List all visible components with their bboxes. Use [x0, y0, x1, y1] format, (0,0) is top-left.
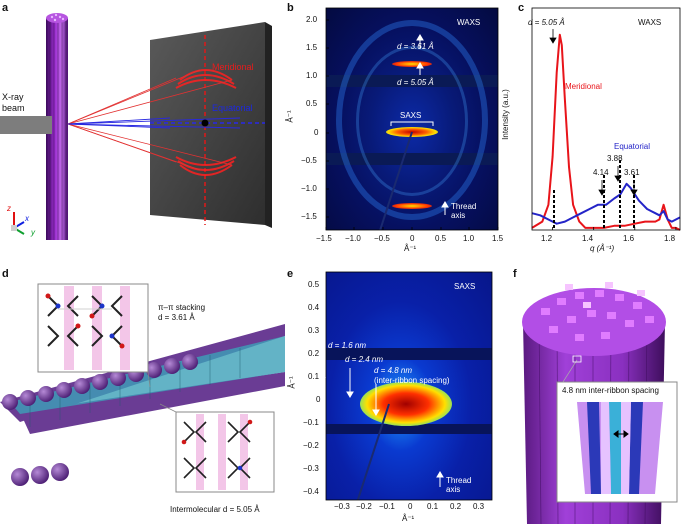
c-peak-414: 4.14	[593, 168, 609, 177]
axis-triad	[11, 212, 25, 235]
meridional-label: Meridional	[212, 62, 254, 72]
xray-beam-label: X-ray beam	[2, 92, 25, 113]
c-ylabel: Intensity (a.u.)	[500, 89, 510, 140]
e-ytick-9: −0.4	[303, 487, 319, 496]
b-ytick-4: 0	[314, 128, 319, 137]
e-thread-axis: Thread axis	[446, 476, 472, 494]
b-saxs-label: SAXS	[400, 111, 422, 120]
e-saxs-label: SAXS	[454, 282, 476, 291]
e-ytick-8: −0.3	[303, 464, 319, 473]
e-ytick-4: 0.1	[308, 372, 320, 381]
panel-c-label: c	[518, 2, 525, 14]
c-equatorial-label: Equatorial	[614, 142, 651, 151]
e-d2-label: d = 2.4 nm	[345, 355, 384, 364]
panel-d-label: d	[2, 268, 9, 280]
c-xtick-0: 1.2	[541, 234, 553, 243]
e-d3-note: (inter-ribbon spacing)	[374, 376, 450, 385]
b-xtick-4: 0.5	[435, 234, 447, 243]
panel-b-label: b	[287, 2, 294, 14]
c-xtick-1: 1.4	[582, 234, 594, 243]
e-ytick-2: 0.3	[308, 326, 320, 335]
b-d2-label: d = 5.05 Å	[397, 78, 434, 87]
axis-y-label: y	[31, 228, 35, 237]
c-xlabel: q (Å⁻¹)	[590, 244, 615, 253]
b-xtick-0: −1.5	[316, 234, 332, 243]
e-xtick-0: −0.3	[334, 502, 350, 511]
c-waxs-label: WAXS	[638, 18, 662, 27]
b-ytick-7: −1.5	[301, 212, 317, 221]
c-d-peak-label: d = 5.05 Å	[528, 18, 565, 27]
b-xlabel: Å⁻¹	[404, 244, 417, 253]
b-ytick-1: 1.5	[306, 43, 318, 52]
b-ytick-5: −0.5	[301, 156, 317, 165]
e-xtick-3: 0	[408, 502, 413, 511]
panel-a-label: a	[2, 2, 9, 14]
e-ylabel: Å⁻¹	[287, 376, 297, 389]
b-thread-axis: Thread axis	[451, 202, 477, 220]
c-meridional-label: Meridional	[565, 82, 602, 91]
panel-e-axes	[318, 271, 493, 501]
e-d1-label: d = 1.6 nm	[328, 341, 367, 350]
waxs-pattern	[326, 8, 498, 230]
e-ytick-6: −0.1	[303, 418, 319, 427]
c-peak-388: 3.88	[607, 154, 623, 163]
xray-beam	[0, 116, 52, 134]
panel-c-chart	[531, 7, 681, 231]
e-xtick-1: −0.2	[356, 502, 372, 511]
b-ytick-6: −1.0	[301, 184, 317, 193]
c-xtick-3: 1.8	[664, 234, 676, 243]
e-xlabel: Å⁻¹	[402, 514, 415, 523]
e-xtick-5: 0.2	[450, 502, 462, 511]
e-ytick-1: 0.4	[308, 303, 320, 312]
axis-z-label: z	[7, 204, 11, 213]
saxs-pattern	[326, 272, 492, 500]
panel-d-figure	[0, 283, 285, 493]
panel-f-figure	[522, 282, 678, 525]
b-d1-label: d = 3.61 Å	[397, 42, 434, 51]
e-ytick-3: 0.2	[308, 349, 320, 358]
b-xtick-3: 0	[410, 234, 415, 243]
c-peak-361: 3.61	[624, 168, 640, 177]
panel-e-label: e	[287, 268, 294, 280]
fiber-bundle	[46, 18, 68, 240]
b-xtick-5: 1.0	[463, 234, 475, 243]
e-ytick-7: −0.2	[303, 441, 319, 450]
panel-a-figure	[0, 13, 272, 240]
e-xtick-6: 0.3	[473, 502, 485, 511]
panel-b-axes	[325, 7, 499, 231]
e-xtick-2: −0.1	[379, 502, 395, 511]
b-ytick-0: 2.0	[306, 15, 318, 24]
panel-f-label: f	[513, 268, 517, 280]
equatorial-label: Equatorial	[212, 103, 253, 113]
b-ytick-3: 0.5	[306, 99, 318, 108]
b-xtick-2: −0.5	[374, 234, 390, 243]
e-xtick-4: 0.1	[427, 502, 439, 511]
b-waxs-label: WAXS	[457, 18, 481, 27]
e-d3-label: d = 4.8 nm	[374, 366, 413, 375]
d-stacking-label: π–π stacking d = 3.61 Å	[158, 303, 206, 322]
axis-x-label: x	[25, 214, 29, 223]
b-xtick-1: −1.0	[345, 234, 361, 243]
e-ytick-0: 0.5	[308, 280, 320, 289]
b-ylabel: Å⁻¹	[285, 110, 295, 123]
b-ytick-2: 1.0	[306, 71, 318, 80]
d-intermolecular-label: Intermolecular d = 5.05 Å	[170, 505, 260, 514]
e-ytick-5: 0	[316, 395, 321, 404]
c-xtick-2: 1.6	[623, 234, 635, 243]
b-xtick-6: 1.5	[492, 234, 504, 243]
f-inter-ribbon-label: 4.8 nm inter-ribbon spacing	[562, 386, 659, 395]
series-line-equatorial	[531, 182, 681, 225]
